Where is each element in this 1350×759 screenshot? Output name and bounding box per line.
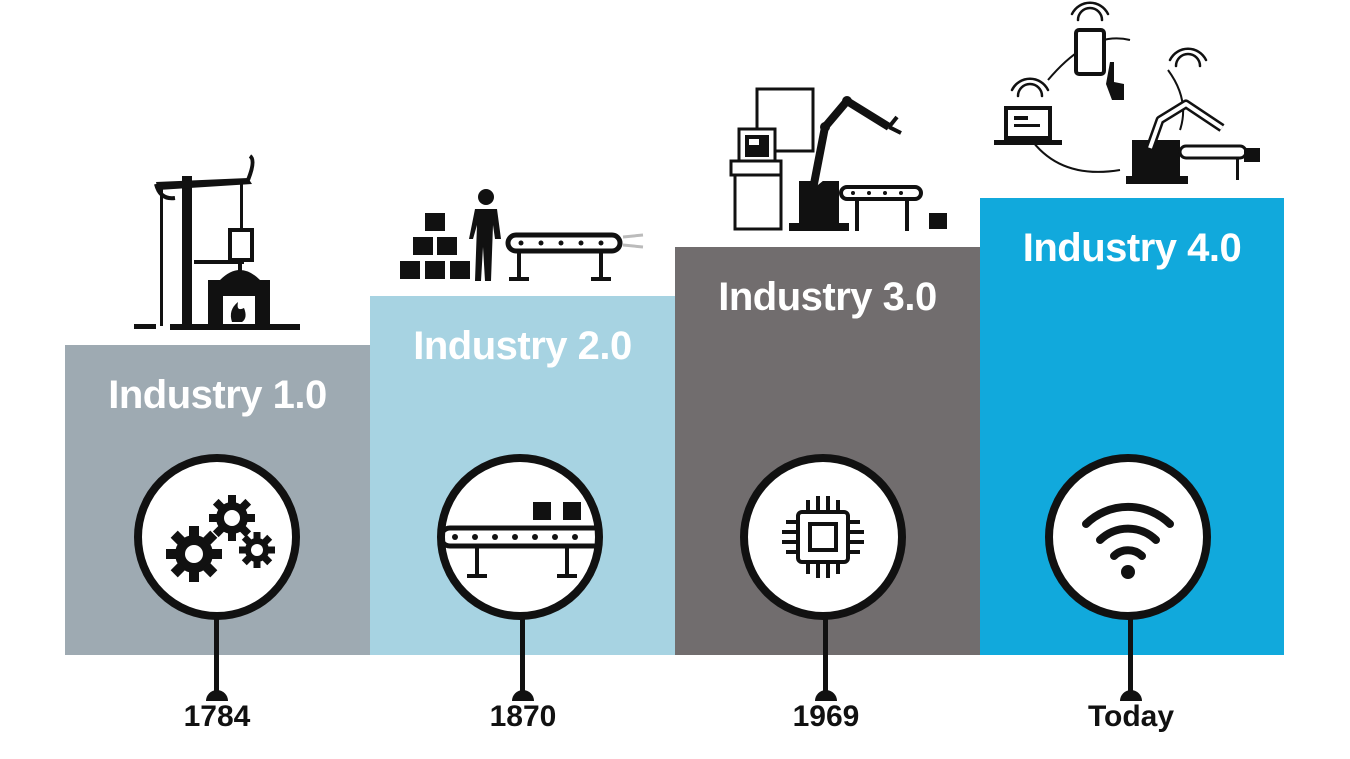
- stage-1-stem: [214, 618, 219, 698]
- stage-4-stem-foot: [1120, 690, 1142, 701]
- stage-4-medallion: [1045, 454, 1211, 620]
- robot-arm-illustration: [729, 87, 947, 231]
- stage-2-stem-foot: [512, 690, 534, 701]
- stage-4-title: Industry 4.0: [1022, 226, 1242, 270]
- stage-3-year: 1969: [792, 700, 860, 733]
- stage-1-year: 1784: [183, 700, 251, 733]
- stage-3-stem: [823, 618, 828, 698]
- steam-engine-illustration: [134, 154, 300, 330]
- stage-3-title: Industry 3.0: [718, 275, 937, 319]
- stage-2-year: 1870: [489, 700, 557, 733]
- wifi-icon: [1082, 502, 1174, 579]
- conveyor-belt-icon: [445, 502, 595, 578]
- stage-4-stem: [1128, 618, 1133, 698]
- stage-1-medallion: [134, 454, 300, 620]
- connected-devices-illustration: [994, 1, 1260, 184]
- stage-2-title: Industry 2.0: [413, 324, 632, 368]
- microchip-icon: [782, 496, 864, 578]
- stage-1-stem-foot: [206, 690, 228, 701]
- gears-icon: [166, 495, 275, 582]
- stage-3-medallion: [740, 454, 906, 620]
- stage-2-stem: [520, 618, 525, 698]
- stage-3-stem-foot: [815, 690, 837, 701]
- assembly-line-illustration: [400, 189, 644, 281]
- stage-1-title: Industry 1.0: [108, 373, 327, 417]
- stage-4-year: Today: [1087, 700, 1175, 733]
- stage-2-medallion: [437, 454, 603, 620]
